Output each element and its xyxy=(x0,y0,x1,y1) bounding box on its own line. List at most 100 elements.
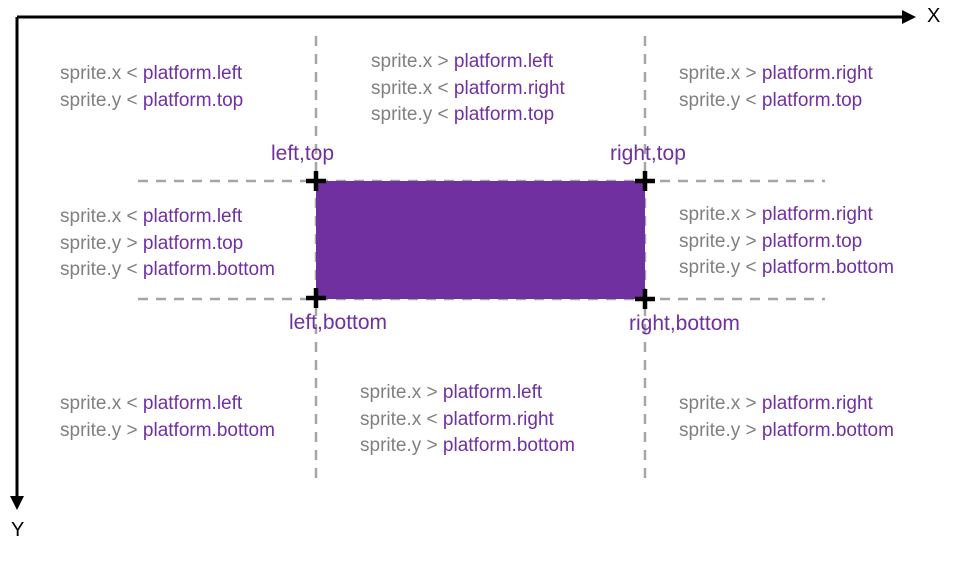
corner-marker-left-top xyxy=(306,171,326,191)
condition-operator: < xyxy=(745,257,757,278)
condition-line: sprite.x < platform.left xyxy=(60,204,275,231)
condition-line: sprite.x > platform.right xyxy=(679,202,894,229)
condition-rhs: platform.left xyxy=(142,63,243,84)
condition-rhs: platform.bottom xyxy=(761,257,894,278)
condition-lhs: sprite.x xyxy=(60,63,122,84)
corner-marker-left-bottom xyxy=(306,288,326,308)
condition-rhs: platform.right xyxy=(453,77,565,99)
condition-rhs: platform.bottom xyxy=(761,419,894,441)
condition-operator: > xyxy=(126,419,138,441)
condition-rhs: platform.right xyxy=(442,408,554,430)
condition-operator: < xyxy=(126,63,138,84)
condition-operator: > xyxy=(745,419,757,441)
condition-rhs: platform.bottom xyxy=(442,435,575,456)
condition-rhs: platform.right xyxy=(761,63,873,84)
condition-line: sprite.x < platform.right xyxy=(371,76,565,103)
condition-lhs: sprite.y xyxy=(60,419,122,441)
condition-rhs: platform.top xyxy=(761,230,863,252)
condition-lhs: sprite.y xyxy=(679,230,741,252)
condition-line: sprite.x > platform.left xyxy=(371,49,565,76)
condition-line: sprite.y > platform.top xyxy=(679,229,894,256)
condition-rhs: platform.left xyxy=(142,393,243,414)
condition-rhs: platform.left xyxy=(453,51,554,72)
condition-operator: > xyxy=(745,63,757,84)
condition-operator: < xyxy=(126,89,138,111)
y-axis-label: Y xyxy=(11,519,25,541)
condition-lhs: sprite.y xyxy=(679,89,741,111)
condition-line: sprite.x < platform.left xyxy=(60,391,275,418)
condition-rhs: platform.left xyxy=(142,206,243,227)
condition-rhs: platform.bottom xyxy=(142,259,275,280)
condition-operator: > xyxy=(745,204,757,225)
condition-lhs: sprite.y xyxy=(60,232,122,254)
condition-line: sprite.y < platform.bottom xyxy=(60,257,275,284)
condition-operator: < xyxy=(426,408,438,430)
condition-operator: > xyxy=(437,51,449,72)
condition-rhs: platform.top xyxy=(761,89,863,111)
condition-line: sprite.x > platform.left xyxy=(360,380,575,407)
condition-lhs: sprite.x xyxy=(371,77,433,99)
condition-line: sprite.y > platform.bottom xyxy=(679,418,894,445)
condition-lhs: sprite.y xyxy=(679,419,741,441)
x-axis-label: X xyxy=(927,5,941,27)
corner-label-right-top: right,top xyxy=(610,142,686,165)
corner-marker-right-bottom xyxy=(635,289,655,309)
condition-lhs: sprite.x xyxy=(679,204,741,225)
condition-lhs: sprite.y xyxy=(679,257,741,278)
condition-rhs: platform.left xyxy=(442,382,543,403)
condition-lhs: sprite.y xyxy=(60,259,122,280)
condition-operator: < xyxy=(126,259,138,280)
condition-lhs: sprite.x xyxy=(360,382,422,403)
condition-lhs: sprite.x xyxy=(679,393,741,414)
condition-line: sprite.x < platform.left xyxy=(60,61,243,88)
condition-lhs: sprite.x xyxy=(371,51,433,72)
condition-operator: > xyxy=(426,435,438,456)
condition-line: sprite.y < platform.top xyxy=(60,88,243,115)
condition-operator: > xyxy=(745,230,757,252)
condition-operator: > xyxy=(745,393,757,414)
condition-operator: < xyxy=(437,77,449,99)
condition-line: sprite.x < platform.right xyxy=(360,407,575,434)
condition-line: sprite.y > platform.bottom xyxy=(60,418,275,445)
condition-operator: < xyxy=(126,206,138,227)
condition-rhs: platform.bottom xyxy=(142,419,275,441)
x-axis-arrowhead xyxy=(902,10,916,24)
condition-line: sprite.y > platform.top xyxy=(60,231,275,258)
condition-operator: < xyxy=(745,89,757,111)
condition-lhs: sprite.x xyxy=(360,408,422,430)
condition-rhs: platform.top xyxy=(453,104,555,125)
condition-line: sprite.x > platform.right xyxy=(679,61,873,88)
condition-rhs: platform.right xyxy=(761,393,873,414)
condition-lhs: sprite.y xyxy=(60,89,122,111)
corner-label-left-top: left,top xyxy=(271,142,335,165)
condition-lhs: sprite.x xyxy=(60,393,122,414)
corner-label-right-bottom: right,bottom xyxy=(629,312,740,335)
condition-line: sprite.y < platform.top xyxy=(679,88,873,115)
condition-line: sprite.y < platform.top xyxy=(371,102,565,129)
condition-lhs: sprite.y xyxy=(360,435,422,456)
condition-operator: > xyxy=(426,382,438,403)
condition-line: sprite.y < platform.bottom xyxy=(679,255,894,282)
condition-line: sprite.y > platform.bottom xyxy=(360,433,575,460)
condition-lhs: sprite.x xyxy=(60,206,122,227)
y-axis-arrowhead xyxy=(10,496,24,510)
platform-rect xyxy=(316,181,645,299)
condition-operator: > xyxy=(126,232,138,254)
condition-rhs: platform.right xyxy=(761,204,873,225)
condition-operator: < xyxy=(126,393,138,414)
condition-lhs: sprite.y xyxy=(371,104,433,125)
condition-rhs: platform.top xyxy=(142,232,244,254)
condition-operator: < xyxy=(437,104,449,125)
corner-marker-right-top xyxy=(635,171,655,191)
condition-line: sprite.x > platform.right xyxy=(679,391,894,418)
condition-lhs: sprite.x xyxy=(679,63,741,84)
